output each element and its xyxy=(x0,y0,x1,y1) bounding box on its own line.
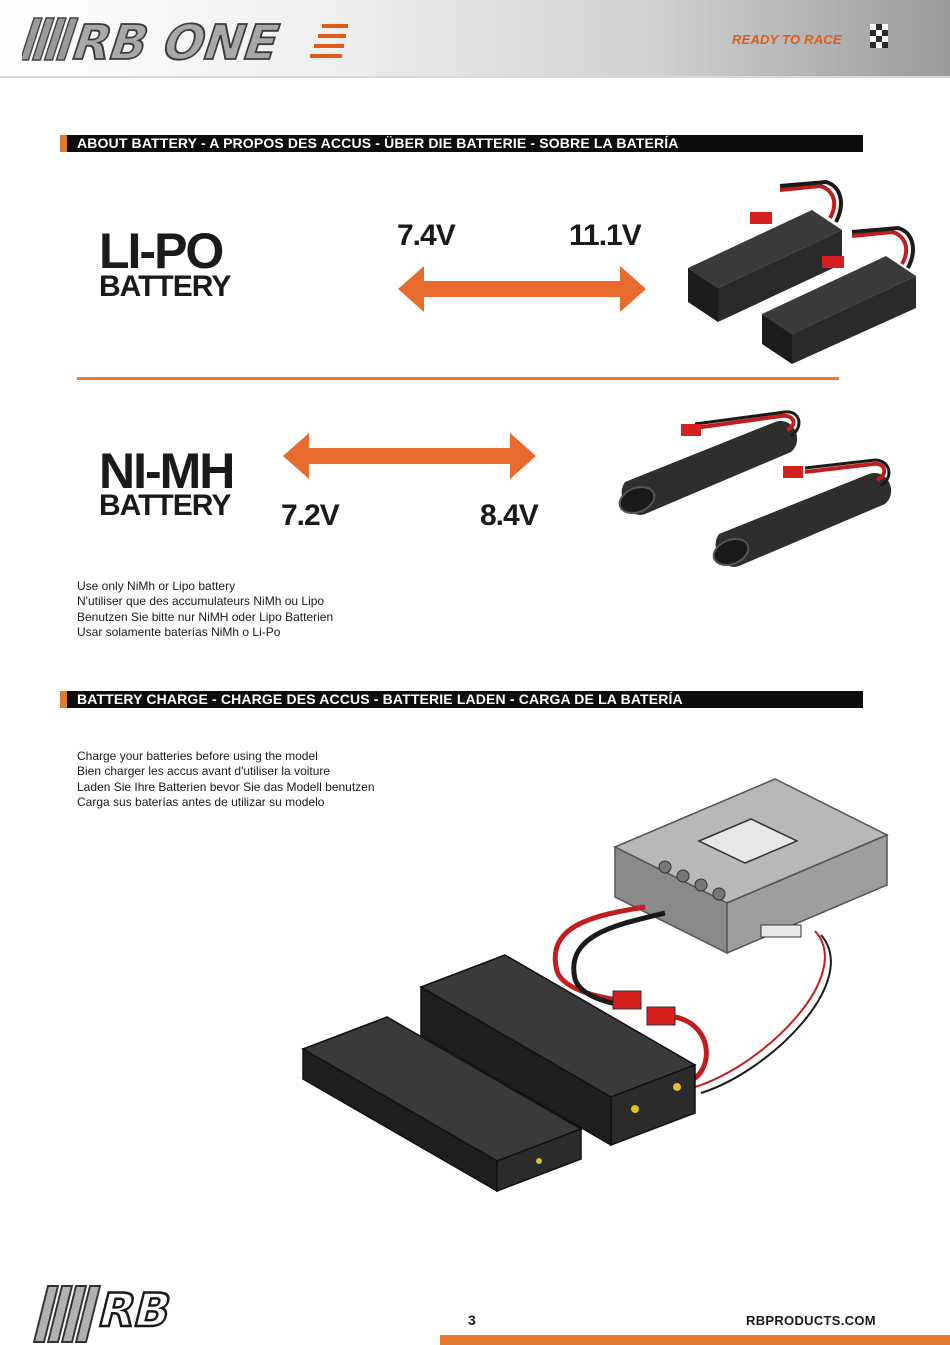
nimh-range-arrow-icon xyxy=(283,433,536,479)
section-title: ABOUT BATTERY - A PROPOS DES ACCUS - ÜBE… xyxy=(77,135,679,151)
lipo-subtitle: BATTERY xyxy=(99,270,231,303)
charge-note-line: Laden Sie Ihre Batterien bevor Sie das M… xyxy=(77,779,375,794)
battery-note-line: Use only NiMh or Lipo battery xyxy=(77,579,236,593)
header-divider xyxy=(0,76,950,78)
section-bar-battery-charge: BATTERY CHARGE - CHARGE DES ACCUS - BATT… xyxy=(60,691,863,708)
footer-accent-bar xyxy=(440,1335,950,1345)
charge-note: Charge your batteries before using the m… xyxy=(77,749,375,810)
page-number: 3 xyxy=(468,1312,476,1328)
section-accent-mark xyxy=(60,691,67,708)
section-title: BATTERY CHARGE - CHARGE DES ACCUS - BATT… xyxy=(77,691,683,707)
page-header xyxy=(0,0,950,76)
nimh-voltage-max: 8.4V xyxy=(480,499,539,532)
nimh-title: NI-MH xyxy=(99,443,235,499)
rb-footer-logo: RB xyxy=(32,1283,178,1343)
nimh-subtitle: BATTERY xyxy=(99,489,231,522)
battery-note-line: N'utiliser que des accumulateurs NiMh ou… xyxy=(77,594,325,609)
lipo-title: LI-PO xyxy=(99,223,224,279)
battery-note: Use only NiMh or Lipo battery N'utiliser… xyxy=(77,579,333,640)
section-accent-mark xyxy=(60,135,67,152)
lipo-voltage-max: 11.1V xyxy=(569,219,642,252)
tagline: READY TO RACE xyxy=(732,32,842,47)
charge-note-line: Bien charger les accus avant d'utiliser … xyxy=(77,764,331,779)
logo-letters-rb: RB ONE xyxy=(65,14,287,68)
lipo-voltage-min: 7.4V xyxy=(397,219,456,252)
nimh-batteries-illustration xyxy=(618,410,892,567)
battery-note-line: Usar solamente baterías NiMh o Li-Po xyxy=(77,624,281,639)
charge-note-line: Charge your batteries before using the m… xyxy=(77,749,318,763)
rb-one-logo: RB ONE xyxy=(22,13,348,68)
checkered-flag-icon xyxy=(870,24,888,48)
website-link[interactable]: RBPRODUCTS.COM xyxy=(746,1313,876,1328)
lipo-batteries-illustration xyxy=(688,180,916,364)
section-bar-about-battery: ABOUT BATTERY - A PROPOS DES ACCUS - ÜBE… xyxy=(60,135,863,152)
nimh-voltage-min: 7.2V xyxy=(281,499,340,532)
battery-note-line: Benutzen Sie bitte nur NiMH oder Lipo Ba… xyxy=(77,609,334,624)
lipo-range-arrow-icon xyxy=(398,266,646,312)
section-divider xyxy=(77,377,839,380)
footer-logo-letters: RB xyxy=(93,1285,177,1338)
charge-note-line: Carga sus baterías antes de utilizar su … xyxy=(77,794,325,809)
charger-illustration xyxy=(301,778,889,1193)
